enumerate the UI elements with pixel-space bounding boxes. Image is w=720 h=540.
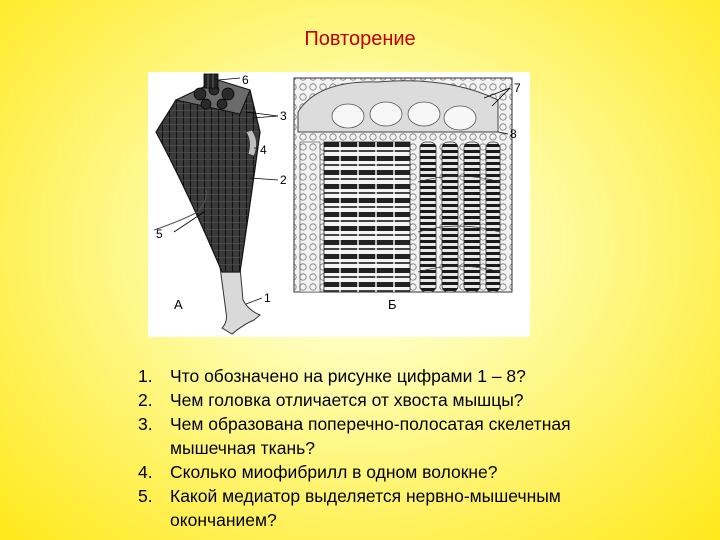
slide-title: Повторение — [304, 28, 416, 50]
callout-3: 3 — [280, 109, 287, 123]
callout-4: 4 — [260, 143, 267, 157]
callout-7: 7 — [514, 81, 521, 95]
callout-1: 1 — [264, 291, 271, 305]
muscle-fiber-diagram-b — [293, 77, 513, 293]
panel-b-label: Б — [388, 297, 397, 312]
question-item: 5.Какой медиатор выделяется нервно-мышеч… — [138, 486, 561, 530]
panel-a-label: А — [174, 297, 183, 312]
muscle-figure: 6 3 4 2 5 1 7 8 А Б — [148, 72, 530, 337]
question-item: 1.Что обозначено на рисунке цифрами 1 – … — [138, 366, 526, 386]
question-item: 3.Чем образована поперечно-полосатая ске… — [138, 414, 571, 458]
muscle-diagram-a — [153, 73, 279, 335]
question-item: 4.Сколько миофибрилл в одном волокне? — [138, 462, 498, 482]
muscle-illustration: 6 3 4 2 5 1 7 8 А Б — [153, 73, 521, 335]
callout-8: 8 — [510, 127, 517, 141]
callout-2: 2 — [280, 173, 287, 187]
callout-6: 6 — [242, 73, 249, 87]
question-item: 2.Чем головка отличается от хвоста мышцы… — [138, 390, 524, 410]
question-list: 1.Что обозначено на рисунке цифрами 1 – … — [138, 364, 658, 532]
callout-5: 5 — [156, 227, 163, 241]
